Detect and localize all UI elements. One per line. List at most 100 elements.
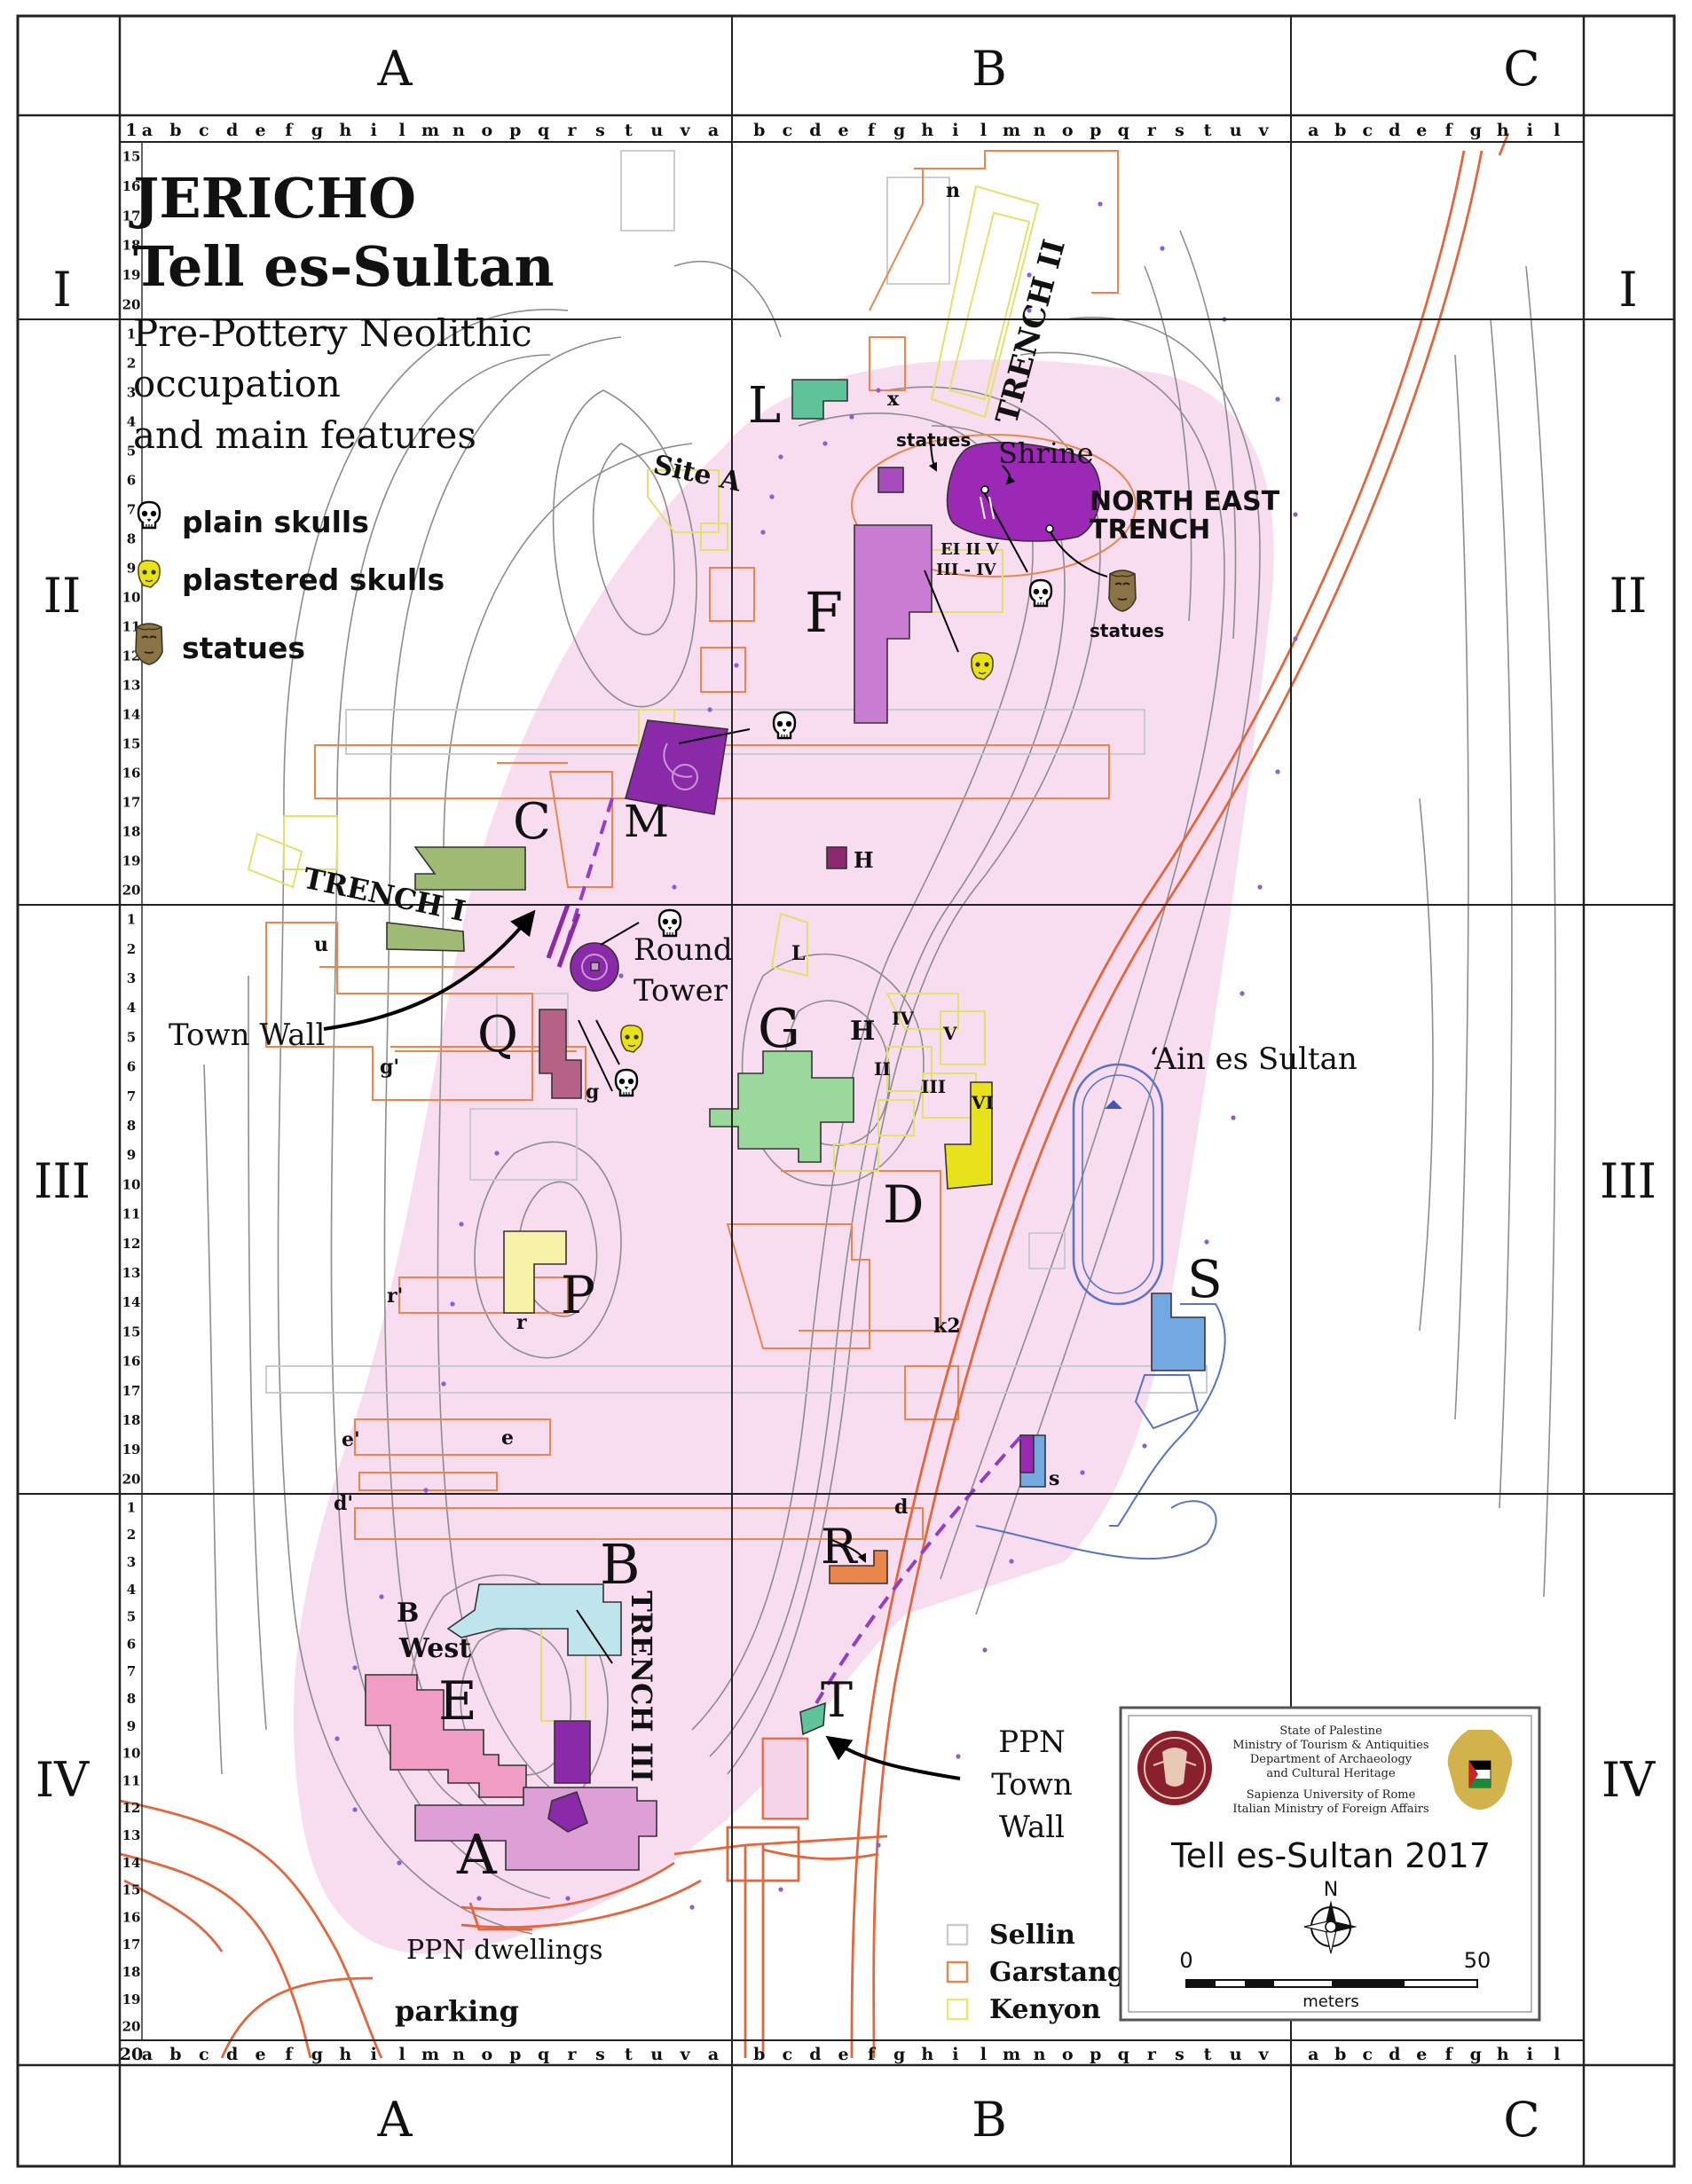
- bottom-sub-letter: i: [1527, 2045, 1533, 2064]
- row-label-right-ii: II: [1609, 568, 1648, 624]
- sapienza-seal-icon: [1137, 1731, 1212, 1805]
- info-line3: Department of Archaeology: [1250, 1753, 1413, 1766]
- label-l-small: L: [791, 942, 805, 965]
- sellin-outlines: [265, 150, 1208, 1394]
- row-number: 20: [122, 2019, 141, 2035]
- label-d-small: d: [894, 1496, 908, 1519]
- row-number: 13: [122, 1265, 141, 1281]
- row-number: 2: [127, 356, 136, 372]
- info-line5: Sapienza University of Rome: [1247, 1788, 1416, 1802]
- top-sub-letter: r: [568, 121, 578, 140]
- bottom-sub-letter: l: [398, 2045, 405, 2064]
- legend-plastered-skulls: plastered skulls: [182, 562, 445, 597]
- bottom-sub-letter: t: [1204, 2045, 1212, 2064]
- bottom-sub-letter: s: [1175, 2045, 1184, 2064]
- info-line4: and Cultural Heritage: [1266, 1767, 1396, 1780]
- trench-h-small-fill: [826, 846, 847, 869]
- bottom-sub-letter: a: [708, 2045, 719, 2064]
- trench-small-purple: [877, 467, 904, 493]
- label-ain-es-sultan: ‘Ain es Sultan: [1149, 1041, 1358, 1077]
- bottom-sub-letter: b: [1334, 2045, 1346, 2064]
- top-sub-letter: v: [680, 121, 691, 140]
- row-number: 5: [127, 1609, 136, 1625]
- label-s-small: s: [1049, 1467, 1059, 1490]
- net-fill: [946, 442, 1101, 542]
- row-number: 6: [127, 1636, 136, 1652]
- ain-es-sultan-road: [975, 1303, 1226, 1560]
- label-iii-small: III: [921, 1076, 946, 1097]
- row-number: 4: [127, 414, 136, 430]
- town-wall-segment: [546, 904, 581, 968]
- row-number: 16: [122, 1909, 141, 1925]
- bottom-sub-letter: c: [783, 2045, 793, 2064]
- bottom-sub-letter: d: [1389, 2045, 1400, 2064]
- label-b: B: [600, 1532, 641, 1597]
- row-number: 13: [122, 1827, 141, 1843]
- label-l: L: [748, 377, 781, 435]
- label-iv-small: IV: [892, 1008, 914, 1029]
- row-number: 6: [127, 1059, 136, 1075]
- bottom-sub-letter: u: [650, 2045, 663, 2064]
- top-sub-letter: q: [1118, 121, 1129, 140]
- trench-s-fill: [1151, 1292, 1206, 1371]
- row-number: 2: [127, 941, 136, 957]
- row-number: 10: [122, 1176, 141, 1192]
- label-ppn-1: PPN: [998, 1724, 1066, 1760]
- top-sub-letter: m: [421, 121, 439, 140]
- label-a: A: [456, 1822, 498, 1887]
- row-number: 15: [122, 736, 141, 752]
- row-number: 20: [122, 296, 141, 312]
- row-number: 10: [122, 1746, 141, 1762]
- col-label-top-c: C: [1503, 41, 1539, 97]
- kenyon-swatch: [946, 1998, 969, 2021]
- row-number: 1: [127, 326, 136, 342]
- row-number: 15: [122, 1324, 141, 1339]
- row-number: 11: [122, 1206, 141, 1222]
- label-town-wall: Town Wall: [169, 1017, 325, 1053]
- top-sub-letter: e: [1416, 121, 1427, 140]
- top-sub-letter: i: [952, 121, 958, 140]
- bottom-sub-letter: g: [1470, 2045, 1482, 2064]
- label-g-prime: g': [380, 1056, 399, 1079]
- bottom-sub-letter: t: [625, 2045, 633, 2064]
- label-round-tower-1: Round: [634, 932, 733, 968]
- label-d-prime: d': [334, 1492, 353, 1515]
- row-number: 8: [127, 1691, 136, 1707]
- bottom-sub-letter: e: [256, 2045, 266, 2064]
- row-number: 9: [127, 561, 136, 577]
- bottom-sub-letter: i: [371, 2045, 377, 2064]
- outer-frame: [16, 14, 1676, 2168]
- top-sub-letter: l: [398, 121, 405, 140]
- top-sub-letter: r: [1147, 121, 1157, 140]
- label-r: r: [516, 1311, 527, 1334]
- row-number: 5: [127, 1029, 136, 1045]
- bottom-sub-letter: i: [952, 2045, 958, 2064]
- top-sub-letter: s: [1175, 121, 1184, 140]
- top-sub-letter: g: [893, 121, 905, 140]
- label-e-prime: e': [342, 1428, 360, 1451]
- label-u: u: [314, 933, 328, 956]
- label-r-big: R: [821, 1519, 858, 1575]
- label-k2: k2: [933, 1315, 961, 1338]
- bottom-sub-letter: p: [1090, 2045, 1101, 2064]
- top-sub-letter: g: [311, 121, 323, 140]
- tell-pink-area: [293, 359, 1274, 1954]
- bottom-sub-letter: h: [339, 2045, 351, 2064]
- title-line1: JERICHO: [129, 166, 416, 231]
- col-label-top-b: B: [972, 41, 1007, 97]
- trench-g-fill: [709, 1050, 854, 1163]
- top-sub-letter: t: [1204, 121, 1212, 140]
- top-sub-letter: a: [1308, 121, 1318, 140]
- map-area: [119, 132, 1556, 2059]
- label-ii-small: II: [874, 1058, 891, 1080]
- top-sub-letter: u: [650, 121, 663, 140]
- scale-min: 0: [1179, 1948, 1192, 1973]
- label-d: D: [883, 1174, 925, 1235]
- bottom-sub-letter: d: [809, 2045, 821, 2064]
- label-t: T: [821, 1672, 853, 1728]
- top-sub-letter: v: [1258, 121, 1270, 140]
- top-sub-letter: l: [1554, 121, 1560, 140]
- top-sub-letter: c: [1362, 121, 1373, 140]
- row-number: 16: [122, 178, 141, 194]
